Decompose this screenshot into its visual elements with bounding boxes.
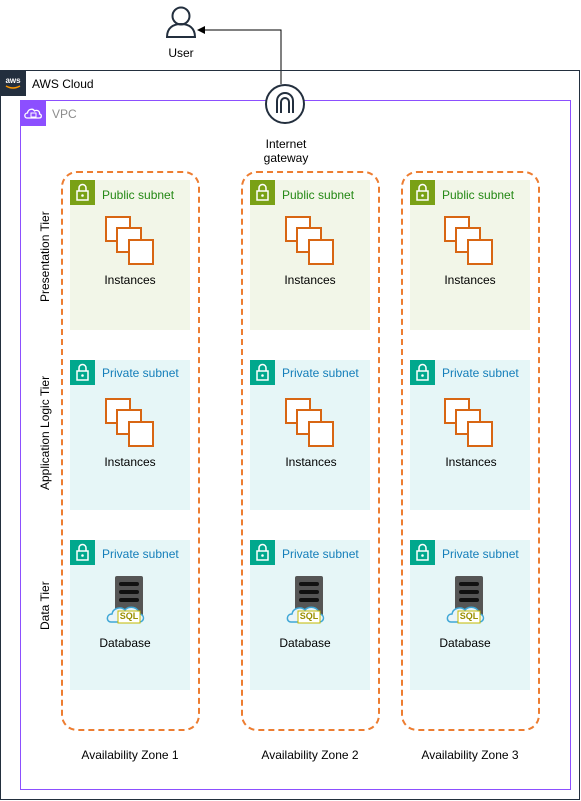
- private-subnet-label: Private subnet: [282, 547, 359, 561]
- lock-icon: [70, 360, 95, 385]
- internet-gateway-label: Internet gateway: [240, 137, 332, 165]
- instances-label: Instances: [284, 273, 336, 287]
- aws-cloud-group: [0, 70, 580, 800]
- lock-icon: [250, 180, 275, 205]
- instances-label: Instances: [445, 455, 497, 469]
- gateway-to-user-connector: [197, 26, 282, 84]
- public-subnet-label: Public subnet: [442, 188, 515, 202]
- sql-badge: SQL: [119, 611, 139, 621]
- private-subnet-label: Private subnet: [442, 366, 519, 380]
- availability-zone-label-2: Availability Zone 2: [261, 748, 359, 762]
- availability-zone-3: [401, 171, 540, 731]
- instances-label: Instances: [104, 273, 156, 287]
- public-subnet-label: Public subnet: [102, 188, 175, 202]
- availability-zone-label-3: Availability Zone 3: [421, 748, 519, 762]
- instances-label: Instances: [285, 455, 337, 469]
- ec2-instances-icon: [105, 398, 154, 447]
- lock-icon: [70, 540, 95, 565]
- sql-database-icon: [286, 576, 325, 624]
- private-subnet-label: Private subnet: [102, 366, 179, 380]
- ec2-instances-icon: [444, 216, 493, 265]
- instances-label: Instances: [104, 455, 156, 469]
- user-label: User: [168, 46, 194, 60]
- tier-label-presentation: Presentation Tier: [38, 211, 52, 302]
- lock-icon: [70, 180, 95, 205]
- database-label: Database: [279, 636, 331, 650]
- instances-label: Instances: [444, 273, 496, 287]
- private-subnet-label: Private subnet: [442, 547, 519, 561]
- svg-text:aws: aws: [5, 76, 21, 85]
- user-icon: [165, 6, 197, 38]
- lock-icon: [250, 540, 275, 565]
- sql-badge: SQL: [299, 611, 319, 621]
- availability-zone-1: [61, 171, 200, 731]
- vpc-label: VPC: [52, 107, 77, 121]
- gateway-label-line1: Internet: [265, 137, 307, 151]
- database-label: Database: [439, 636, 491, 650]
- private-subnet-label: Private subnet: [282, 366, 359, 380]
- ec2-instances-icon: [285, 398, 334, 447]
- availability-zone-2: [241, 171, 380, 731]
- sql-database-icon: [106, 576, 145, 624]
- lock-icon: [410, 360, 435, 385]
- tier-label-data: Data Tier: [38, 581, 52, 630]
- ec2-instances-icon: [105, 216, 154, 265]
- lock-icon: [410, 540, 435, 565]
- sql-badge: SQL: [459, 611, 479, 621]
- internet-gateway-icon: [265, 84, 305, 124]
- lock-icon: [410, 180, 435, 205]
- aws-cloud-label: AWS Cloud: [32, 77, 94, 91]
- ec2-instances-icon: [444, 398, 493, 447]
- gateway-label-line2: gateway: [263, 151, 309, 165]
- private-subnet-label: Private subnet: [102, 547, 179, 561]
- sql-database-icon: [446, 576, 485, 624]
- ec2-instances-icon: [285, 216, 334, 265]
- lock-icon: [250, 360, 275, 385]
- availability-zone-label-1: Availability Zone 1: [81, 748, 179, 762]
- aws-logo-icon: aws: [0, 70, 26, 96]
- tier-label-application: Application Logic Tier: [38, 375, 52, 490]
- vpc-cloud-icon: [20, 100, 46, 126]
- database-label: Database: [99, 636, 151, 650]
- public-subnet-label: Public subnet: [282, 188, 355, 202]
